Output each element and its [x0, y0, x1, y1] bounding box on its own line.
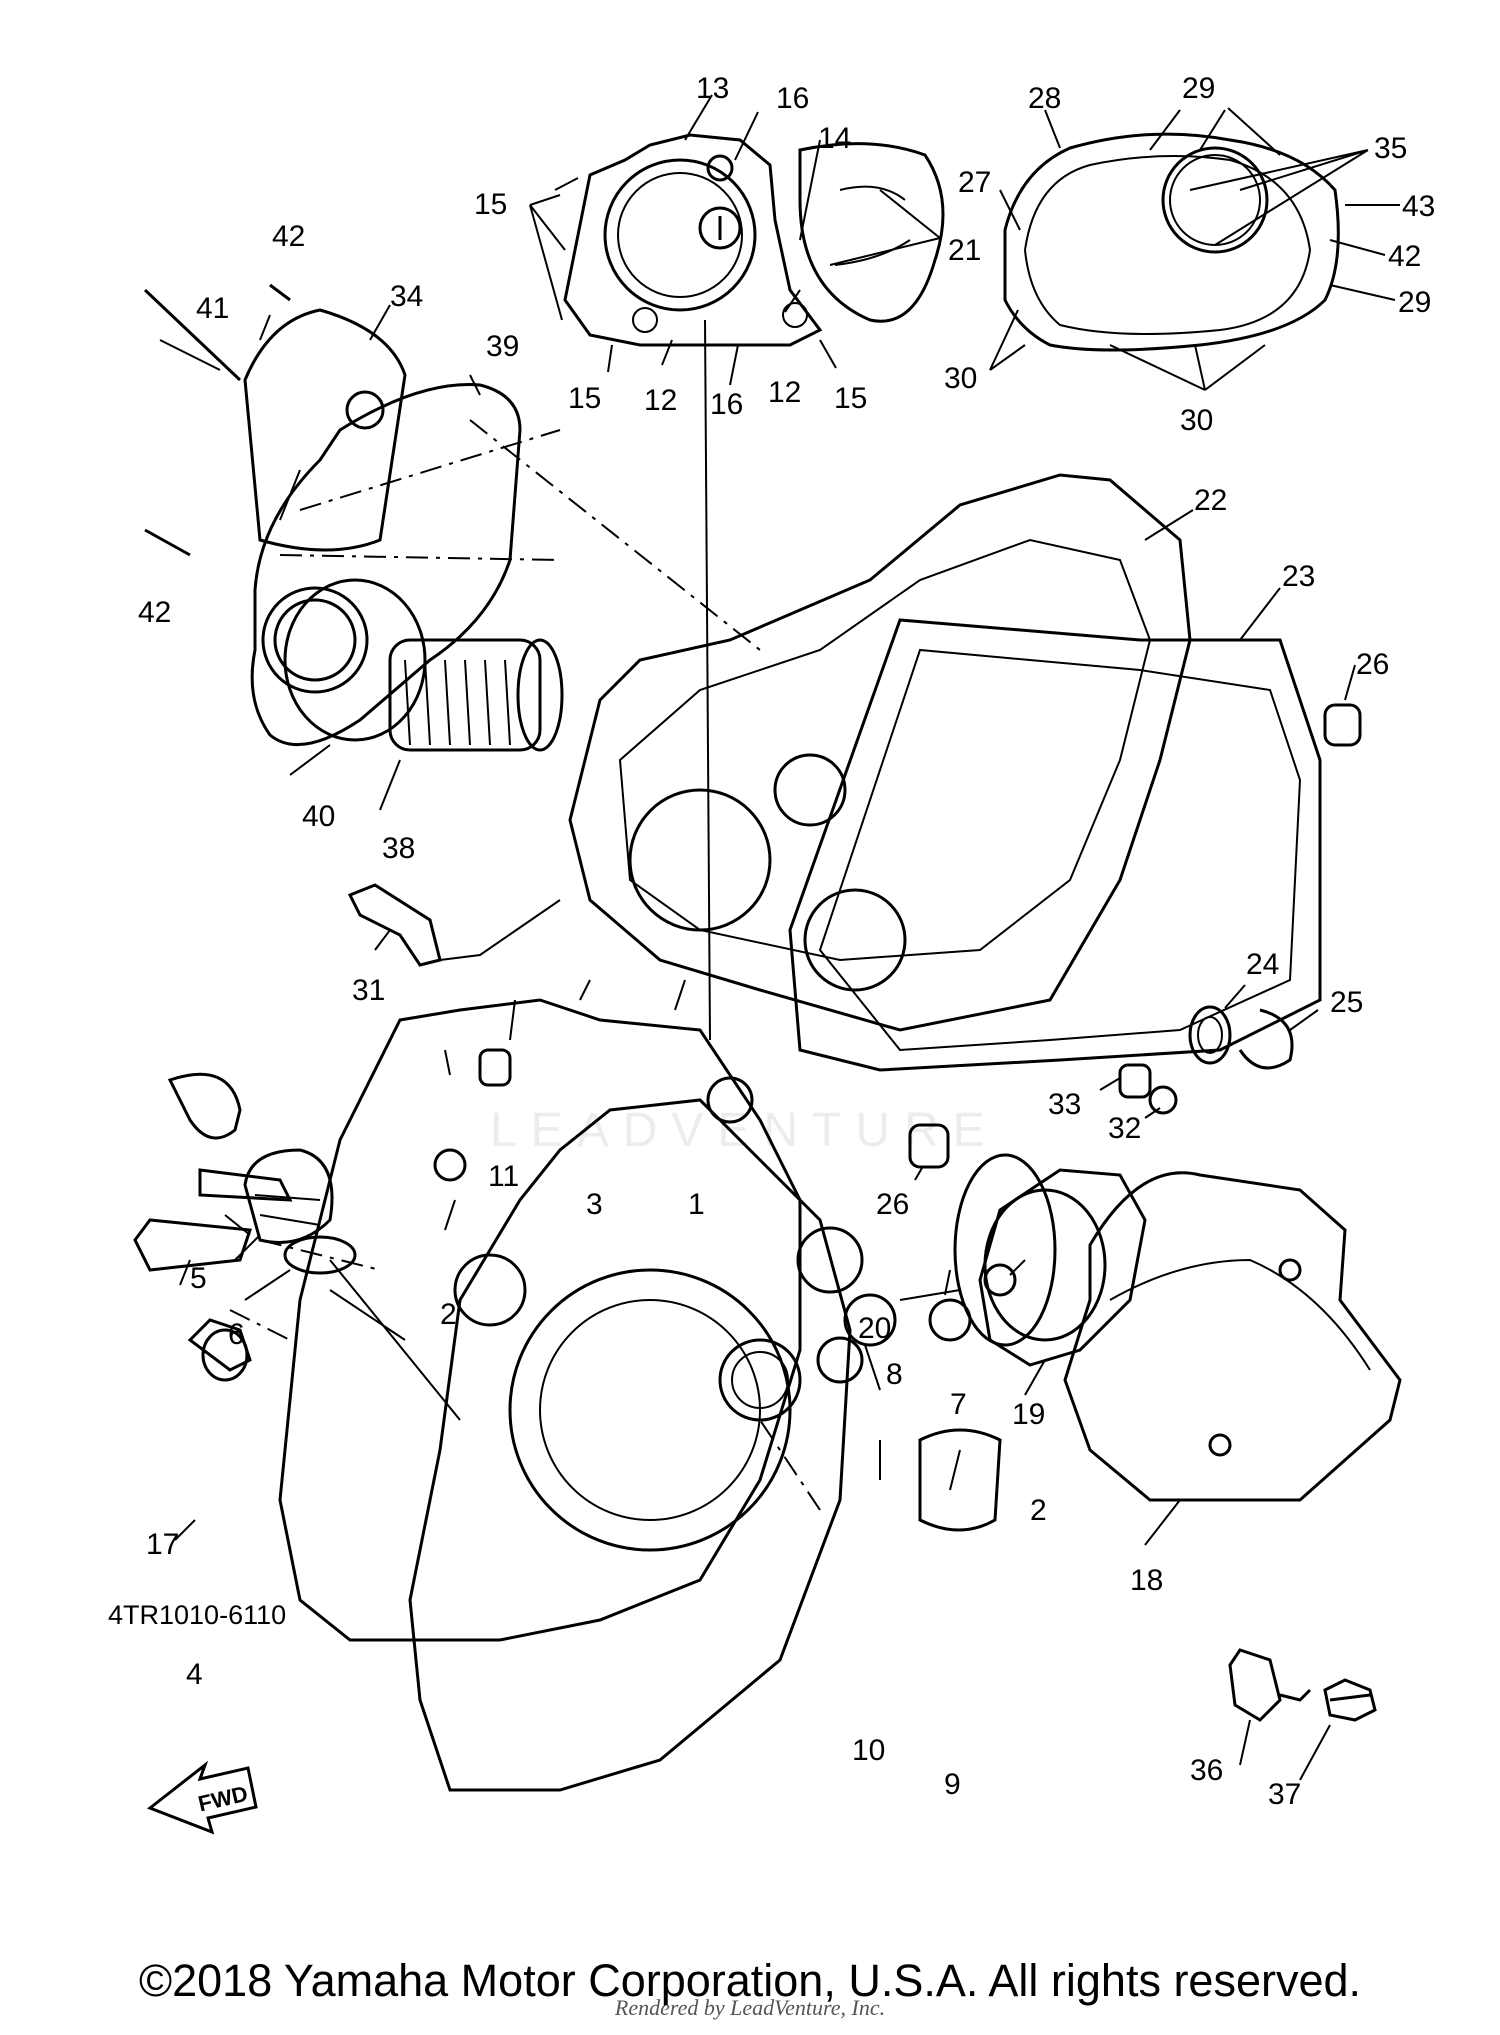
callout-36: 36 — [1190, 1754, 1223, 1787]
callout-18: 18 — [1130, 1564, 1163, 1597]
callout-6: 6 — [228, 1318, 245, 1351]
callout-42-right: 42 — [1388, 240, 1421, 273]
callout-3: 3 — [586, 1188, 603, 1221]
callout-40: 40 — [302, 800, 335, 833]
callout-24: 24 — [1246, 948, 1279, 981]
callout-11: 11 — [488, 1160, 519, 1193]
callout-38: 38 — [382, 832, 415, 865]
callout-28: 28 — [1028, 82, 1061, 115]
callout-43: 43 — [1402, 190, 1435, 223]
callout-42-top: 42 — [272, 220, 305, 253]
callout-5: 5 — [190, 1262, 207, 1295]
oil-filter-cover-group — [143, 283, 761, 811]
callout-15-bottom-left: 15 — [568, 382, 601, 415]
rendered-by-notice: Rendered by LeadVenture, Inc. — [614, 1995, 886, 2020]
callout-labels: 13 16 14 15 21 15 12 16 12 15 28 29 35 2… — [138, 72, 1435, 1811]
callout-33: 33 — [1048, 1088, 1081, 1121]
callout-4: 4 — [186, 1658, 203, 1691]
callout-2-left: 2 — [440, 1298, 457, 1331]
fwd-arrow: FWD — [146, 1760, 258, 1835]
crankcase-cover-large-view — [989, 107, 1400, 391]
crankcase-cover-main — [133, 319, 1026, 1792]
callout-20: 20 — [858, 1312, 891, 1345]
seal-and-clip — [1099, 984, 1319, 1119]
watermark: LEADVENTURE — [490, 1104, 999, 1157]
crankcase-body — [568, 473, 1362, 1181]
callout-14: 14 — [818, 122, 851, 155]
callout-13: 13 — [696, 72, 729, 105]
callout-37: 37 — [1268, 1778, 1301, 1811]
diagram-code: 4TR1010-6110 — [108, 1600, 287, 1630]
callout-26-right: 26 — [1356, 648, 1389, 681]
callout-17: 17 — [146, 1528, 179, 1561]
callout-15-left: 15 — [474, 188, 507, 221]
callout-2-right: 2 — [1030, 1494, 1047, 1527]
callout-26-bottom: 26 — [876, 1188, 909, 1221]
callout-21: 21 — [948, 234, 981, 267]
callout-27: 27 — [958, 166, 991, 199]
callout-12-right: 12 — [768, 376, 801, 409]
callout-23: 23 — [1282, 560, 1315, 593]
callout-30-bottom: 30 — [1180, 404, 1213, 437]
callout-25: 25 — [1330, 986, 1363, 1019]
sprocket-cover — [899, 1153, 1402, 1546]
callout-34: 34 — [390, 280, 423, 313]
callout-1: 1 — [688, 1188, 705, 1221]
callout-10: 10 — [852, 1734, 885, 1767]
callout-15-bottom-right: 15 — [834, 382, 867, 415]
callout-8: 8 — [886, 1358, 903, 1391]
copyright-notice: ©2018 Yamaha Motor Corporation, U.S.A. A… — [138, 1955, 1362, 2006]
callout-22: 22 — [1194, 484, 1227, 517]
callout-19: 19 — [1012, 1398, 1045, 1431]
callout-16-top: 16 — [776, 82, 809, 115]
callout-35: 35 — [1374, 132, 1407, 165]
callout-29-right: 29 — [1398, 286, 1431, 319]
callout-9: 9 — [944, 1768, 961, 1801]
callout-32: 32 — [1108, 1112, 1141, 1145]
callout-39: 39 — [486, 330, 519, 363]
callout-42-left: 42 — [138, 596, 171, 629]
oil-filler-cap — [234, 1148, 461, 1421]
callout-12-left: 12 — [644, 384, 677, 417]
callout-41: 41 — [196, 292, 229, 325]
callout-29-top: 29 — [1182, 72, 1215, 105]
crankcase-cover-small-view — [529, 94, 945, 386]
callout-30-left: 30 — [944, 362, 977, 395]
callout-31: 31 — [352, 974, 385, 1007]
bracket-31 — [347, 883, 561, 967]
bracket-36-bolt-37 — [1228, 1648, 1377, 1781]
callout-16-bottom: 16 — [710, 388, 743, 421]
callout-7: 7 — [950, 1388, 967, 1421]
